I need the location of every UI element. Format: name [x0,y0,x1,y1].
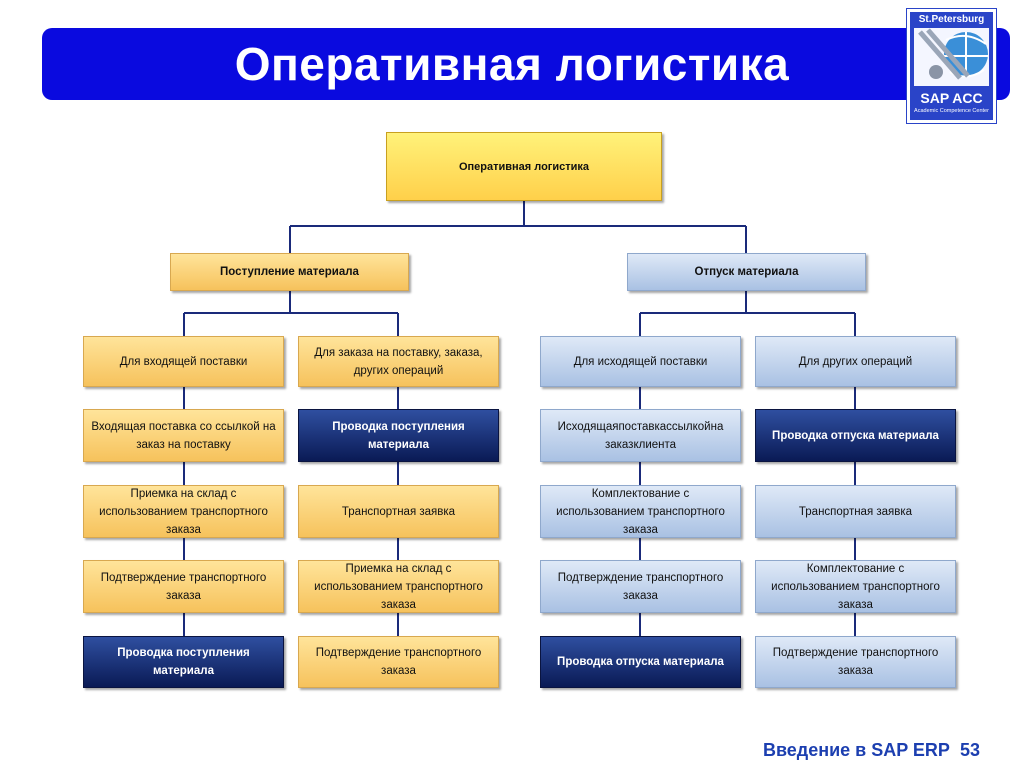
col4-step-4-label: Подтверждение транспортного заказа [772,647,939,677]
col2-header-label: Для заказа на поставку, заказа, других о… [314,346,483,377]
col4-header: Для других операций [755,336,956,387]
col1-step-2: Приемка на склад с использованием трансп… [83,485,284,538]
col4-step-3-label: Комплектование с использованием транспор… [771,562,940,611]
col3-step-2: Комплектование с использованием транспор… [540,485,741,538]
col1-step-1: Входящая поставка со ссылкой на заказ на… [83,409,284,462]
col3-header: Для исходящей поставки [540,336,741,387]
col2-step-1: Проводка поступления материала [298,409,499,462]
root-connector [289,201,747,253]
col4-header-label: Для других операций [798,355,913,368]
col3-step-1-label: Исходящаяпоставкассылкойна заказклиента [557,420,724,451]
col1-step-4-label: Проводка поступления материала [117,647,250,677]
col2-step-3-label: Приемка на склад с использованием трансп… [314,562,483,611]
col4-step-1-label: Проводка отпуска материала [772,429,939,442]
col2-step-3: Приемка на склад с использованием трансп… [298,560,499,613]
logo-top-text: St.Petersburg [918,14,985,25]
root-node-label: Оперативная логистика [458,160,590,173]
col1-step-4: Проводка поступления материала [83,636,284,688]
col3-step-3: Подтверждение транспортного заказа [540,560,741,613]
receipt-node-label: Поступление материала [220,266,359,278]
col1-header: Для входящей поставки [83,336,284,387]
col2-step-4-label: Подтверждение транспортного заказа [315,647,482,677]
col3-step-1: Исходящаяпоставкассылкойна заказклиента [540,409,741,462]
right-branch-connector [639,291,856,336]
col1-step-3: Подтверждение транспортного заказа [83,560,284,613]
col3-step-2-label: Комплектование с использованием транспор… [556,487,725,536]
receipt-node: Поступление материала [170,253,409,291]
root-node: Оперативная логистика [386,132,662,201]
col1-header-label: Для входящей поставки [119,355,248,368]
footer-text: Введение в SAP ERP [762,740,950,760]
col4-step-3: Комплектование с использованием транспор… [755,560,956,613]
sap-acc-logo: St.Petersburg SAP ACC Academic Competenc… [907,9,996,123]
col2-step-1-label: Проводка поступления материала [332,420,465,451]
col4-step-2: Транспортная заявка [755,485,956,538]
col3-header-label: Для исходящей поставки [573,355,708,368]
col2-step-2: Транспортная заявка [298,485,499,538]
col3-step-3-label: Подтверждение транспортного заказа [557,571,724,602]
page-number: 53 [959,740,980,760]
col1-step-3-label: Подтверждение транспортного заказа [100,571,267,602]
col4-step-2-label: Транспортная заявка [798,505,913,518]
slide-title: Оперативная логистика [234,38,790,90]
col3-step-4-label: Проводка отпуска материала [557,656,724,668]
title-bar: Оперативная логистика [42,28,1010,100]
issue-node-label: Отпуск материала [694,266,799,278]
logo-main-text: SAP ACC [920,90,983,106]
col2-step-4: Подтверждение транспортного заказа [298,636,499,688]
col4-step-1: Проводка отпуска материала [755,409,956,462]
issue-node: Отпуск материала [627,253,866,291]
logo-graphic [914,28,989,86]
col2-header: Для заказа на поставку, заказа, других о… [298,336,499,387]
col1-step-1-label: Входящая поставка со ссылкой на заказ на… [91,420,276,451]
col4-step-4: Подтверждение транспортного заказа [755,636,956,688]
col1-step-2-label: Приемка на склад с использованием трансп… [99,487,268,536]
col2-step-2-label: Транспортная заявка [341,505,456,518]
col3-step-4: Проводка отпуска материала [540,636,741,688]
left-branch-connector [183,291,399,336]
logo-sub-text: Academic Competence Center [914,108,989,114]
footer: Введение в SAP ERP 53 [763,740,980,761]
